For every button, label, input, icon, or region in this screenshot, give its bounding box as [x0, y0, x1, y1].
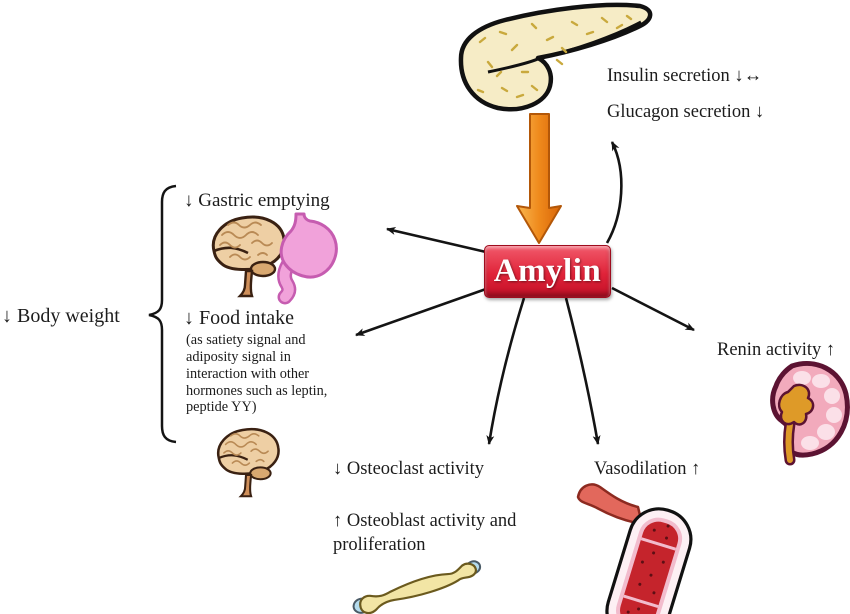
amylin-release-arrow	[516, 113, 562, 244]
renin-activity-label: Renin activity ↑	[717, 340, 836, 360]
brain-icon	[211, 215, 286, 298]
amylin-label: Amylin	[493, 253, 602, 289]
pancreas-icon	[458, 2, 653, 112]
osteoblast-label: ↑ Osteoblast activity and proliferation	[333, 511, 517, 556]
arrow-to-renin	[611, 286, 695, 332]
glucagon-secretion-label: Glucagon secretion ↓	[607, 102, 765, 122]
kidney-icon	[770, 361, 850, 466]
insulin-secretion-label: Insulin secretion ↓↔	[607, 66, 763, 86]
food-intake-note: (as satiety signal and adiposity signal …	[186, 332, 328, 416]
amylin-node: Amylin	[484, 245, 611, 298]
gastric-emptying-label: ↓ Gastric emptying	[184, 190, 330, 211]
stomach-icon	[277, 212, 338, 305]
arrow-to-food-intake	[355, 287, 487, 337]
body-weight-brace	[148, 184, 177, 444]
blood-vessel-icon	[576, 483, 693, 614]
bone-icon	[352, 560, 482, 614]
arrow-to-osteoclast	[486, 297, 526, 445]
brain-icon	[216, 427, 280, 498]
vasodilation-label: Vasodilation ↑	[594, 459, 701, 479]
arrow-to-secretion	[605, 141, 623, 244]
arrow-to-gastric-emptying	[386, 227, 487, 254]
body-weight-label: ↓ Body weight	[2, 305, 120, 327]
food-intake-label: ↓ Food intake	[184, 307, 294, 329]
osteoclast-label: ↓ Osteoclast activity	[333, 459, 485, 479]
arrow-to-vasodilation	[564, 297, 601, 445]
